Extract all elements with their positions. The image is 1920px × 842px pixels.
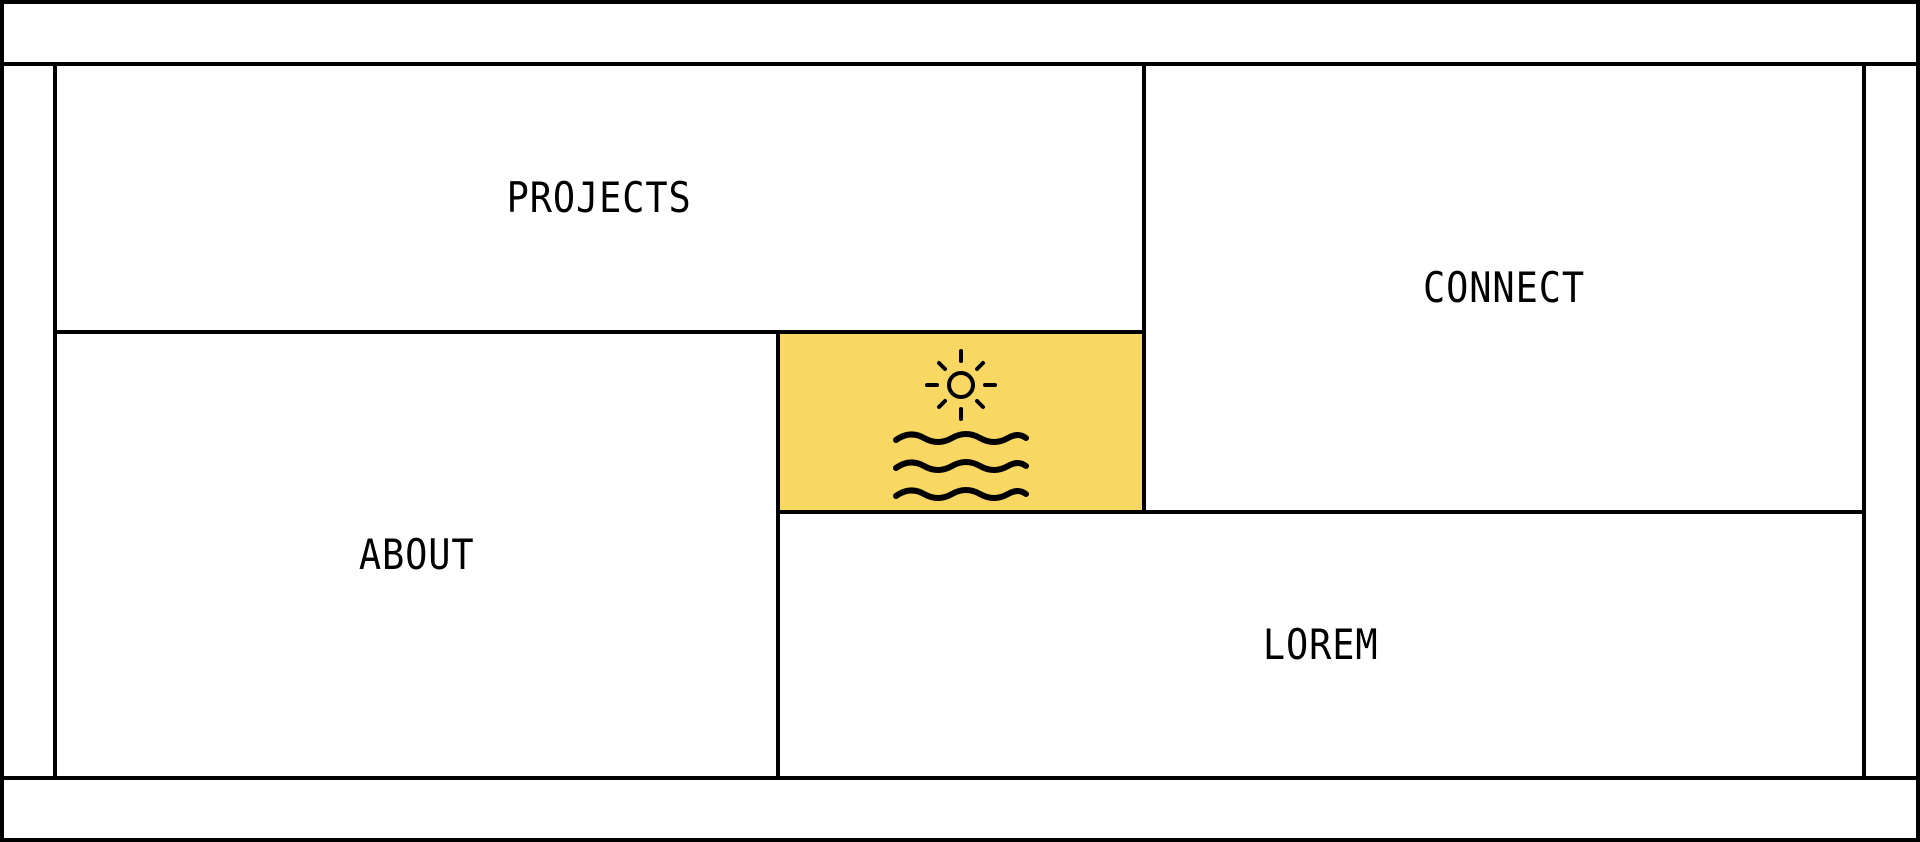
nav-connect-label: CONNECT bbox=[1423, 263, 1585, 312]
sun-ray bbox=[975, 399, 985, 409]
nav-lorem-tile[interactable]: LOREM bbox=[776, 510, 1866, 780]
nav-lorem-label: LOREM bbox=[1263, 620, 1379, 669]
sun-over-waves-icon bbox=[893, 349, 1029, 501]
sun-ray bbox=[975, 361, 985, 371]
sun-ray bbox=[937, 361, 947, 371]
wave-line bbox=[893, 487, 1029, 501]
top-bar bbox=[0, 0, 1920, 66]
logo-tile[interactable] bbox=[776, 330, 1146, 514]
sun-ray bbox=[937, 399, 947, 409]
wave-line bbox=[893, 431, 1029, 445]
nav-connect-tile[interactable]: CONNECT bbox=[1142, 62, 1866, 514]
nav-projects-tile[interactable]: PROJECTS bbox=[53, 62, 1146, 334]
nav-about-tile[interactable]: ABOUT bbox=[53, 330, 780, 780]
nav-about-label: ABOUT bbox=[358, 530, 475, 579]
bottom-bar bbox=[0, 776, 1920, 842]
sun-core bbox=[947, 371, 975, 399]
left-rail bbox=[0, 62, 57, 780]
right-rail bbox=[1862, 62, 1920, 780]
nav-projects-label: PROJECTS bbox=[506, 173, 693, 222]
wave-line bbox=[893, 459, 1029, 473]
